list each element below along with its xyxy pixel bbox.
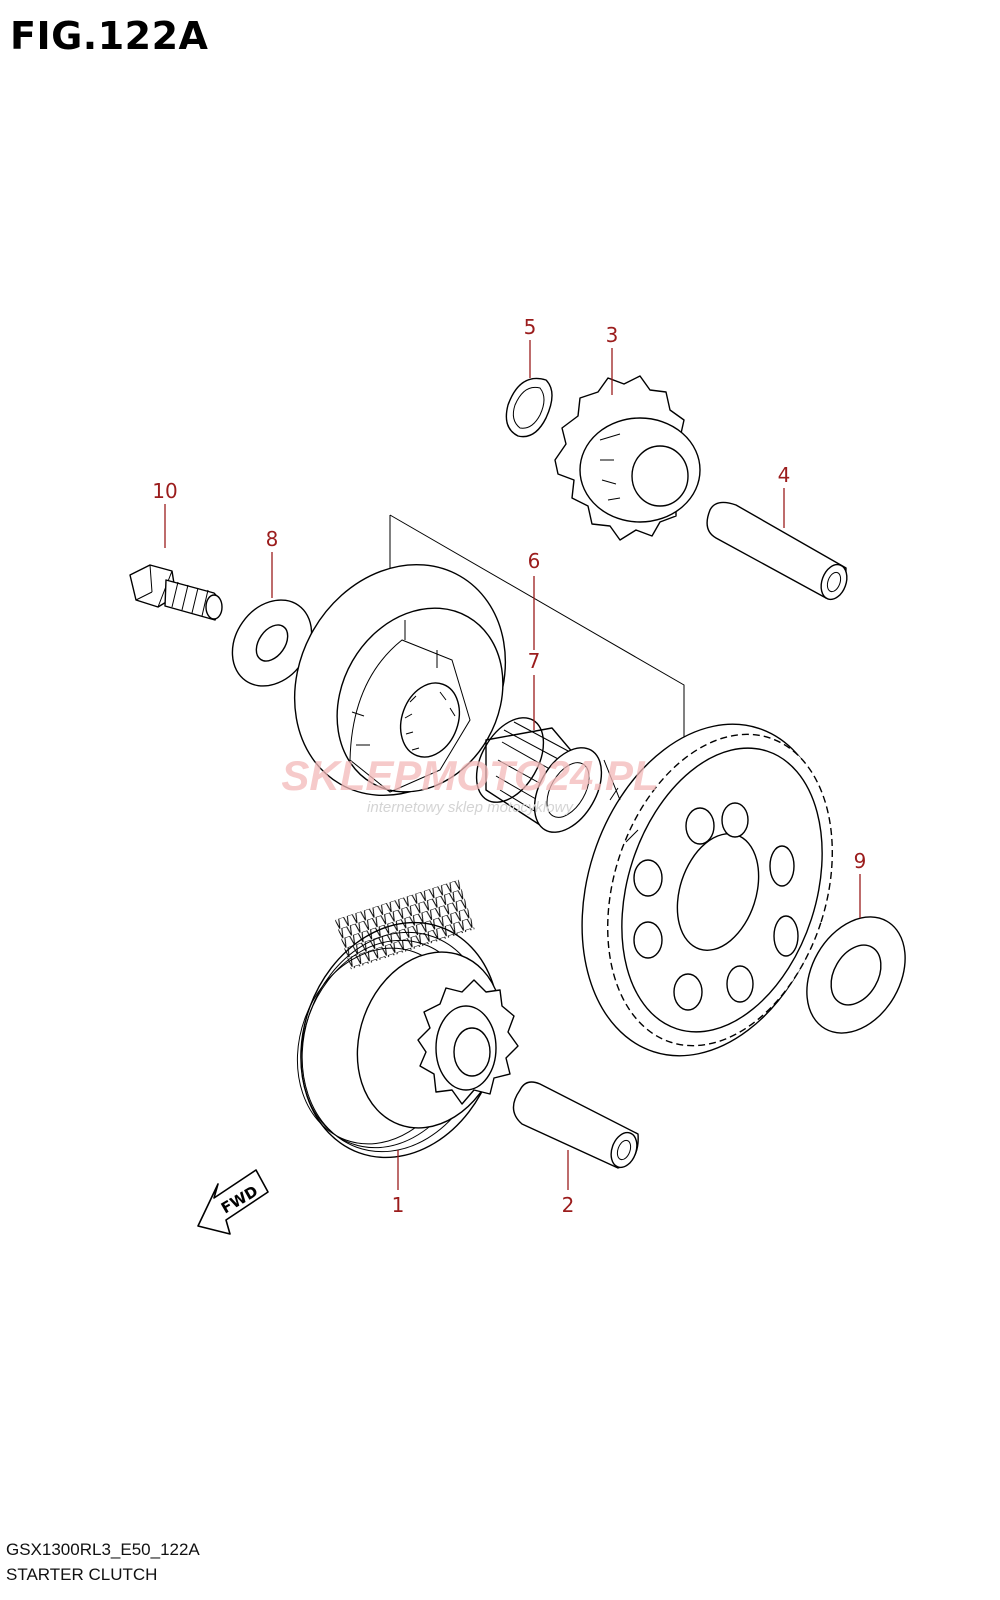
callout-6: 6 — [528, 549, 541, 573]
callout-labels: 1 2 3 4 5 6 7 8 9 10 — [152, 315, 866, 1217]
callout-7: 7 — [528, 649, 541, 673]
figure-name: STARTER CLUTCH — [6, 1565, 158, 1584]
callout-5: 5 — [524, 315, 537, 339]
circlip-part — [505, 377, 553, 438]
watermark-brand: SKLEPMOTO24.PL — [281, 752, 658, 799]
bolt-part — [129, 564, 223, 621]
clutch-housing-part — [293, 563, 507, 797]
watermark: SKLEPMOTO24.PL internetowy sklep motocyk… — [281, 752, 658, 816]
callout-2: 2 — [562, 1193, 575, 1217]
callout-10: 10 — [152, 479, 177, 503]
callout-3: 3 — [606, 323, 619, 347]
callout-8: 8 — [266, 527, 279, 551]
shaft-part-4 — [706, 501, 848, 601]
starter-driven-gear — [581, 723, 833, 1057]
model-code: GSX1300RL3_E50_122A — [6, 1540, 200, 1559]
idle-gear-part — [554, 375, 701, 541]
shaft-part-2 — [512, 1081, 639, 1169]
callout-4: 4 — [778, 463, 791, 487]
watermark-tagline: internetowy sklep motocyklowy — [367, 799, 574, 816]
figure-title: FIG.122A — [10, 14, 209, 58]
callout-1: 1 — [392, 1193, 405, 1217]
callout-9: 9 — [854, 849, 867, 873]
needle-bearing-part — [475, 717, 603, 833]
starter-clutch-part — [296, 879, 519, 1159]
fwd-arrow-icon: FWD — [197, 1169, 269, 1235]
washer-part-9 — [806, 916, 906, 1034]
